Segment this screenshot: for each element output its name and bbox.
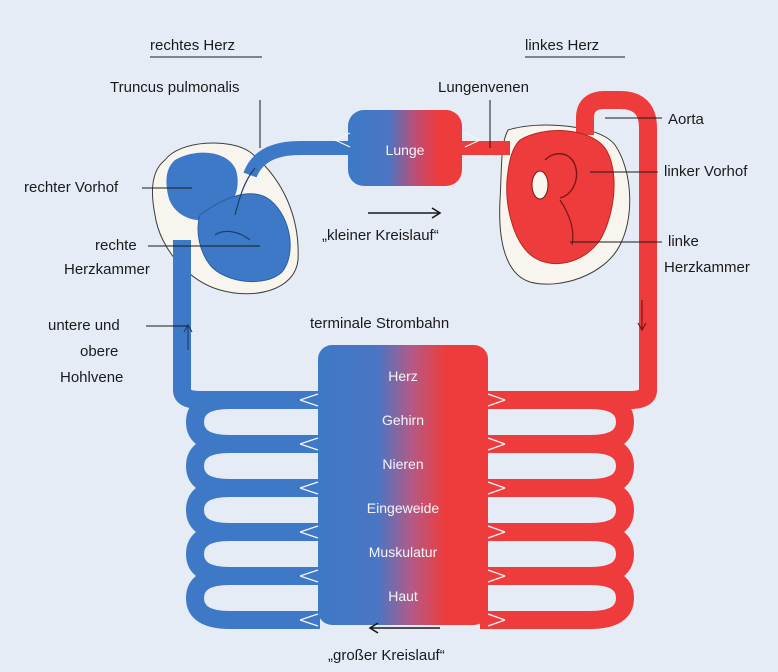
- label-aorta: Aorta: [668, 111, 705, 128]
- venous-loops: [195, 400, 320, 620]
- left-heart-shape: [507, 131, 614, 264]
- label-linke-kammer-1: linke: [668, 233, 699, 250]
- organ-label: Eingeweide: [367, 500, 440, 516]
- header-left-heart: linkes Herz: [525, 37, 599, 54]
- label-lungenvenen: Lungenvenen: [438, 79, 529, 96]
- label-rechte-kammer-1: rechte: [95, 237, 137, 254]
- label-grosser-kreislauf: „großer Kreislauf“: [328, 647, 445, 664]
- label-hohlvene-2: obere: [80, 343, 118, 360]
- organ-label: Haut: [388, 588, 418, 604]
- label-linke-kammer-2: Herzkammer: [664, 259, 750, 276]
- label-rechte-kammer-2: Herzkammer: [64, 261, 150, 278]
- arterial-loops: [480, 400, 625, 620]
- organ-label: Nieren: [382, 456, 423, 472]
- organ-label: Gehirn: [382, 412, 424, 428]
- organ-label: Herz: [388, 368, 418, 384]
- label-terminal-strombahn: terminale Strombahn: [310, 315, 449, 332]
- kleiner-kreislauf-arrow: [368, 208, 440, 218]
- label-rechter-vorhof: rechter Vorhof: [24, 179, 119, 196]
- header-right-heart: rechtes Herz: [150, 37, 235, 54]
- terminal-bed-box: [318, 345, 488, 625]
- label-hohlvene-1: untere und: [48, 317, 120, 334]
- label-kleiner-kreislauf: „kleiner Kreislauf“: [322, 227, 439, 244]
- lung-label: Lunge: [386, 142, 425, 158]
- label-linker-vorhof: linker Vorhof: [664, 163, 748, 180]
- label-truncus: Truncus pulmonalis: [110, 79, 240, 96]
- organ-label: Muskulatur: [369, 544, 438, 560]
- label-hohlvene-3: Hohlvene: [60, 369, 123, 386]
